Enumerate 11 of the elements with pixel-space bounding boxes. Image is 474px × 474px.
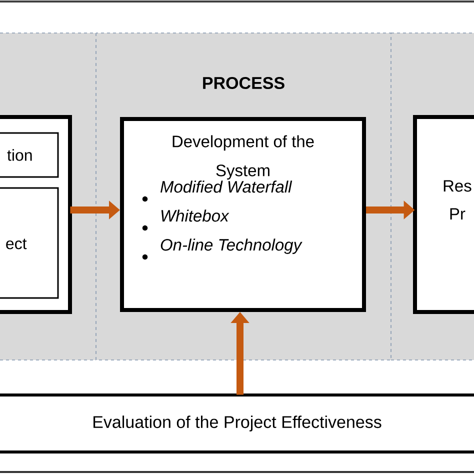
evaluation-box: Evaluation of the Project Effectiveness bbox=[0, 394, 474, 454]
column-heading: PROCESS bbox=[203, 76, 284, 90]
node-label: Development of the System bbox=[172, 135, 314, 180]
outer-box bbox=[0, 115, 72, 314]
node-label: On-line Technology bbox=[160, 238, 302, 254]
text-box: ect bbox=[0, 187, 59, 299]
node-label: Modified Waterfall bbox=[160, 180, 292, 193]
text-box: tion bbox=[0, 132, 59, 178]
process-text: Development of the System Modified Waterfall Whitebox On-line Technology bbox=[160, 135, 314, 254]
node-label: Whitebox bbox=[161, 210, 230, 222]
output-box: Res Pr bbox=[413, 115, 474, 314]
